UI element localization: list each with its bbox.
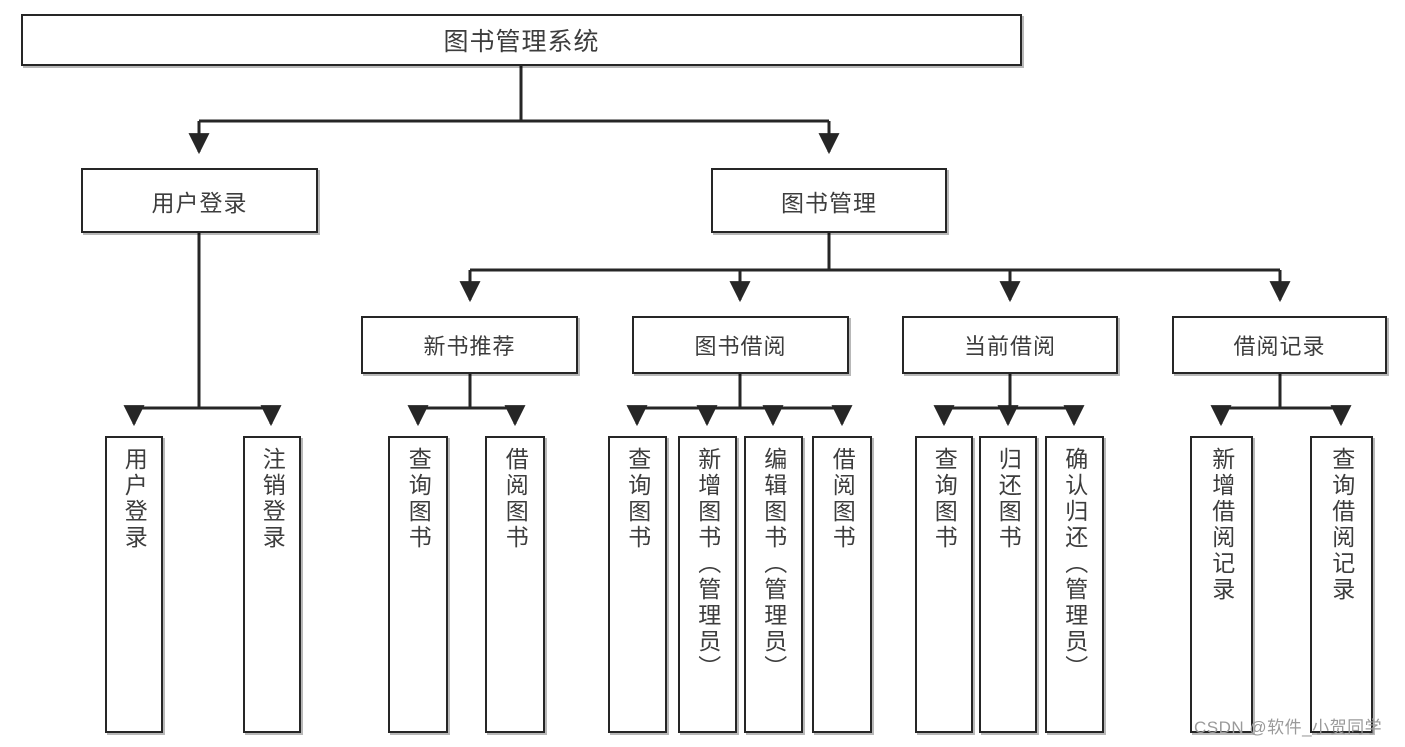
watermark-text: CSDN @软件_小贺同学 [1194,718,1383,737]
node-book-borrow[interactable]: 图书借阅 [632,316,849,374]
node-book-manage[interactable]: 图书管理 [711,168,947,233]
node-root[interactable]: 图书管理系统 [21,14,1022,66]
node-new-book-recommend-label: 新书推荐 [423,334,516,359]
node-leaf-user-login[interactable]: 用户登录 [105,436,163,733]
node-leaf-edit-book[interactable]: 编辑图书（管理员） [744,436,803,733]
node-current-borrow[interactable]: 当前借阅 [902,316,1118,374]
node-leaf-borrow-book-1-label: 借阅图书 [502,447,529,551]
node-leaf-borrow-book-2[interactable]: 借阅图书 [812,436,872,733]
node-leaf-return-book[interactable]: 归还图书 [979,436,1037,733]
node-leaf-query-book-2-label: 查询图书 [624,447,651,551]
node-leaf-query-book-3[interactable]: 查询图书 [915,436,973,733]
node-leaf-logout-label: 注销登录 [259,447,286,551]
node-leaf-borrow-book-1[interactable]: 借阅图书 [485,436,545,733]
node-leaf-query-book-1-label: 查询图书 [405,447,432,551]
node-leaf-user-login-label: 用户登录 [121,447,148,551]
node-book-manage-label: 图书管理 [781,189,877,216]
node-leaf-add-book[interactable]: 新增图书（管理员） [678,436,737,733]
node-root-label: 图书管理系统 [443,28,600,56]
node-leaf-add-record-label: 新增借阅记录 [1208,447,1235,603]
node-leaf-query-book-3-label: 查询图书 [931,447,958,551]
node-borrow-record[interactable]: 借阅记录 [1172,316,1387,374]
node-book-borrow-label: 图书借阅 [694,334,787,359]
node-leaf-confirm-return-label: 确认归还（管理员） [1061,447,1088,681]
node-leaf-query-record-label: 查询借阅记录 [1328,447,1355,603]
node-leaf-borrow-book-2-label: 借阅图书 [829,447,856,551]
node-leaf-query-book-2[interactable]: 查询图书 [608,436,667,733]
node-leaf-add-record[interactable]: 新增借阅记录 [1190,436,1253,733]
node-user-login[interactable]: 用户登录 [81,168,318,233]
node-new-book-recommend[interactable]: 新书推荐 [361,316,578,374]
node-leaf-query-record[interactable]: 查询借阅记录 [1310,436,1373,733]
node-user-login-label: 用户登录 [151,189,248,216]
node-current-borrow-label: 当前借阅 [963,334,1056,359]
node-leaf-confirm-return[interactable]: 确认归还（管理员） [1045,436,1104,733]
node-leaf-add-book-label: 新增图书（管理员） [694,447,721,681]
node-borrow-record-label: 借阅记录 [1233,334,1326,359]
node-leaf-query-book-1[interactable]: 查询图书 [388,436,448,733]
node-leaf-return-book-label: 归还图书 [995,447,1022,551]
node-leaf-logout[interactable]: 注销登录 [243,436,301,733]
node-leaf-edit-book-label: 编辑图书（管理员） [760,447,787,681]
